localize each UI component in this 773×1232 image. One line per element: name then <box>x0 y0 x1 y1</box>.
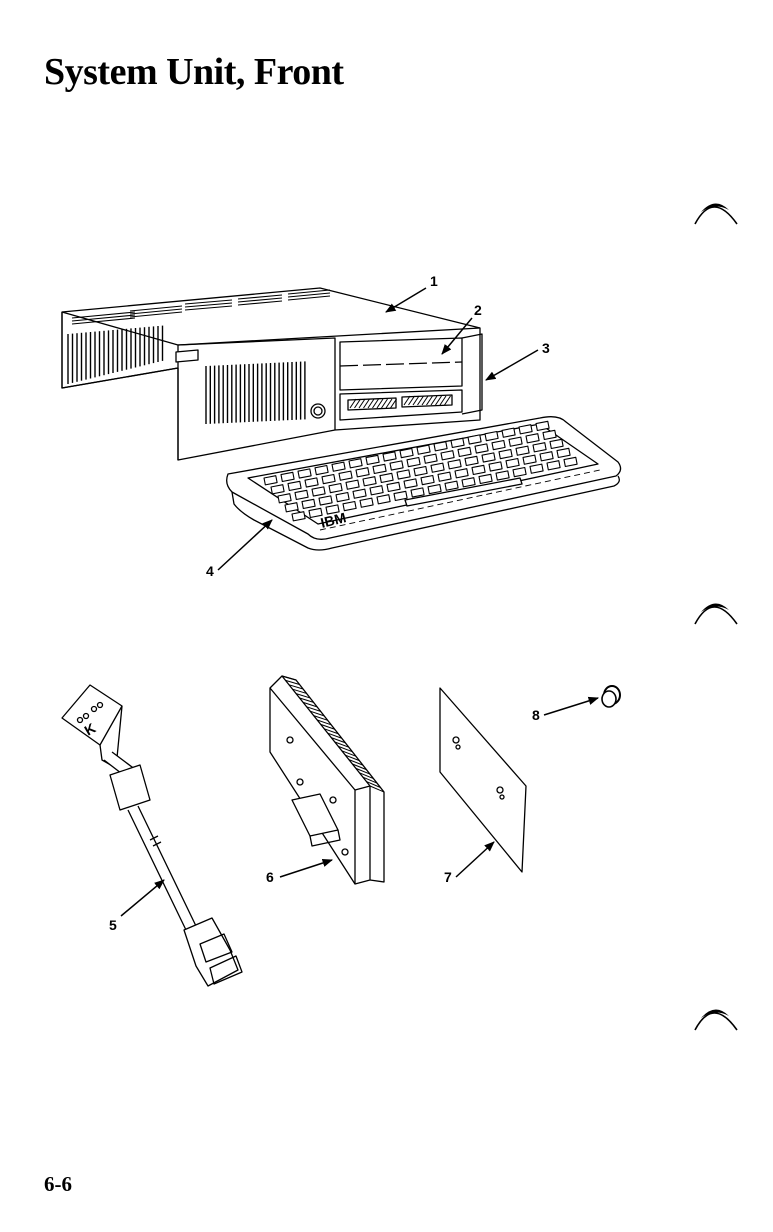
keyboard-key <box>292 512 305 521</box>
system-unit <box>62 288 482 460</box>
keyboard-key <box>513 468 526 477</box>
keyboard-key <box>462 478 475 487</box>
keyboard-key <box>305 478 318 487</box>
keyboard-key <box>536 421 549 430</box>
keyboard-key <box>458 447 471 456</box>
keyboard-key <box>428 485 441 494</box>
keyboard-key <box>509 437 522 446</box>
keyboard-key <box>485 432 498 441</box>
keyboard-key <box>417 445 430 454</box>
callout-2: 2 <box>474 302 482 318</box>
keyboard-key <box>516 446 529 455</box>
keyboard-key <box>298 469 311 478</box>
keyboard-key <box>496 471 509 480</box>
keyboard-key <box>448 460 461 469</box>
keyboard-key <box>302 499 315 508</box>
keyboard-key <box>523 455 536 464</box>
keyboard-key <box>533 443 546 452</box>
keyboard-key <box>363 477 376 486</box>
keyboard-key <box>383 452 396 461</box>
keyboard-key <box>390 461 403 470</box>
keyboard-key <box>550 439 563 448</box>
keyboard-key <box>264 476 277 485</box>
keyboard-key <box>312 487 325 496</box>
callout-6: 6 <box>266 869 274 885</box>
callout-1: 1 <box>430 273 438 289</box>
callout-5: 5 <box>109 917 117 933</box>
keyboard-key <box>489 462 502 471</box>
page-number: 6-6 <box>44 1172 72 1197</box>
keyboard-key <box>547 461 560 470</box>
keyboard-key <box>543 430 556 439</box>
callout-3: 3 <box>542 340 550 356</box>
keyboard-key <box>271 485 284 494</box>
keyboard-key <box>472 465 485 474</box>
keyboard-key <box>404 479 417 488</box>
keyboard-key <box>332 462 345 471</box>
keyboard-key <box>455 469 468 478</box>
keyboard-key <box>397 470 410 479</box>
keyboard-key <box>411 488 424 497</box>
keyboard-key <box>285 503 298 512</box>
keyboard-key <box>468 435 481 444</box>
keyboard-key <box>315 466 328 475</box>
keyboard-key <box>492 441 505 450</box>
keyboard-key <box>451 438 464 447</box>
callout-4: 4 <box>206 563 214 579</box>
keyboard-key <box>475 444 488 453</box>
keyboard-key <box>394 491 407 500</box>
plug-cap <box>602 686 620 707</box>
keyboard-key <box>339 471 352 480</box>
keyboard-key <box>431 463 444 472</box>
keyboard-key <box>377 495 390 504</box>
keyboard-key <box>353 489 366 498</box>
keyboard-key <box>370 486 383 495</box>
callout-8: 8 <box>532 707 540 723</box>
keyboard-key <box>540 452 553 461</box>
keyboard-key <box>329 484 342 493</box>
keyboard-key <box>346 480 359 489</box>
keyboard-key <box>526 434 539 443</box>
keyboard-key <box>564 457 577 466</box>
keyboard-key <box>343 502 356 511</box>
keyboard-key <box>322 475 335 484</box>
keyboard-key <box>421 476 434 485</box>
cover-panel <box>440 688 526 872</box>
keyboard-key <box>479 474 492 483</box>
memory-module <box>270 676 384 884</box>
keyboard-key <box>445 481 458 490</box>
keyboard-key <box>387 482 400 491</box>
keyboard-key <box>288 481 301 490</box>
keyboard-key <box>414 467 427 476</box>
keyboard-key <box>506 459 519 468</box>
keyboard-key <box>424 454 437 463</box>
callout-7: 7 <box>444 869 452 885</box>
keyboard-key <box>530 464 543 473</box>
keyboard-key <box>281 472 294 481</box>
keyboard-key <box>360 498 373 507</box>
keyboard-key <box>356 468 369 477</box>
keyboard-key <box>557 448 570 457</box>
keyboard-key <box>438 472 451 481</box>
keyboard-key <box>380 473 393 482</box>
keyboard-key <box>441 451 454 460</box>
keyboard-key <box>407 458 420 467</box>
keyboard-key <box>482 453 495 462</box>
keyboard-key <box>349 459 362 468</box>
keyboard-key <box>366 455 379 464</box>
keyboard-key <box>499 450 512 459</box>
keyboard-key <box>434 442 447 451</box>
keyboard-key <box>278 494 291 503</box>
keyboard-key <box>519 425 532 434</box>
keyboard-key <box>502 428 515 437</box>
keyboard-key <box>465 456 478 465</box>
keyboard-key <box>400 449 413 458</box>
keyboard-key <box>373 464 386 473</box>
keyboard-key <box>295 490 308 499</box>
keyboard-key <box>336 493 349 502</box>
keyboard-key <box>319 496 332 505</box>
